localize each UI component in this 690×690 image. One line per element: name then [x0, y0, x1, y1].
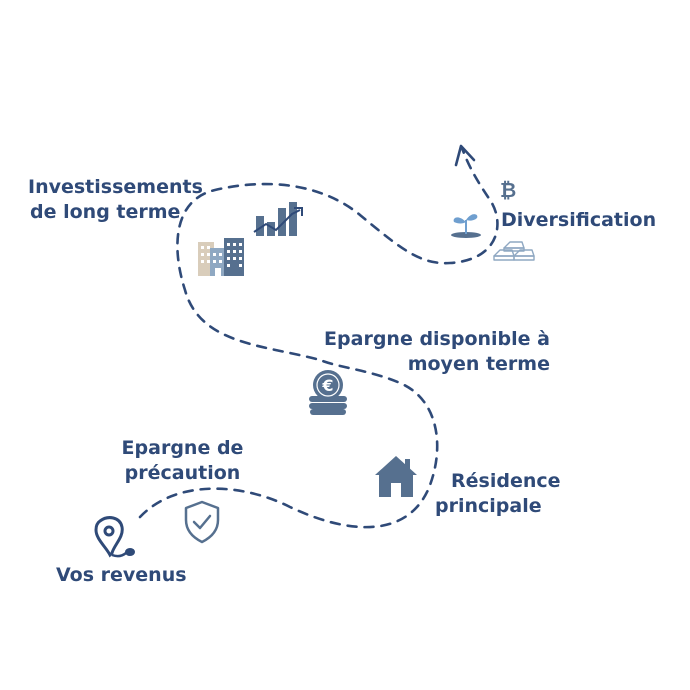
shield-check-icon — [184, 500, 220, 544]
location-pin-icon — [94, 516, 135, 558]
label-epargne-moyen-terme: Epargne disponible à moyen terme — [324, 328, 550, 375]
label-residence-principale: Résidence principale — [435, 470, 561, 517]
journey-dashed-path — [138, 146, 499, 529]
house-icon — [375, 456, 417, 497]
buildings-icon — [198, 238, 244, 276]
label-vos-revenus: Vos revenus — [56, 564, 187, 586]
bar-chart-trend-icon — [253, 202, 303, 236]
label-epargne-precaution: Epargne de précaution — [121, 437, 244, 484]
svg-text:€: € — [321, 376, 333, 395]
bitcoin-icon: ₿ — [500, 178, 517, 202]
euro-coins-icon: € — [309, 370, 347, 415]
label-investissements-long-terme: Investissements de long terme — [28, 176, 203, 223]
arrow-head-icon — [454, 144, 476, 167]
sprout-icon — [451, 214, 481, 238]
gold-bars-icon — [493, 241, 535, 261]
label-diversification: Diversification — [501, 209, 657, 231]
